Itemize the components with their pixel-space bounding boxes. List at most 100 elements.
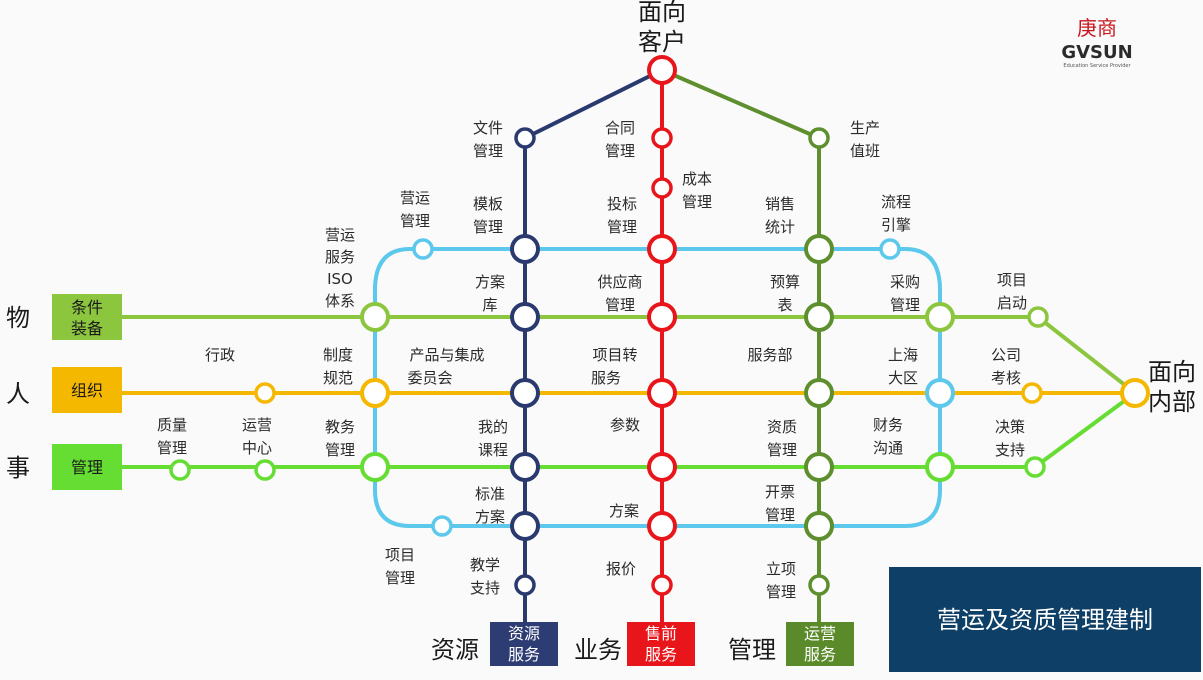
top-title-line2: 客户 — [638, 28, 686, 56]
station-yingyun-mgmt[interactable] — [412, 238, 434, 260]
label-xiangmu-zhuan-2: 服务 — [591, 369, 621, 387]
box-tiaojian-line1: 条件 — [71, 298, 103, 317]
station-fangan[interactable] — [647, 511, 677, 541]
label-chanpin-1: 产品与集成 — [409, 346, 484, 364]
station-lixiang[interactable] — [808, 574, 830, 596]
branch-to-neibu-bottom — [1033, 391, 1137, 469]
station-jiaoxue[interactable] — [514, 574, 536, 596]
station-kehu[interactable] — [647, 55, 677, 85]
station-xiangmu-mgmt[interactable] — [431, 515, 453, 537]
label-fangan-ku-1: 方案 — [475, 273, 505, 291]
box-yunying-fuwu[interactable] — [786, 622, 854, 666]
label-liucheng-1: 流程 — [881, 193, 911, 211]
box-tiaojian[interactable] — [52, 294, 122, 340]
label-yingyun-mgmt-1: 营运 — [400, 189, 430, 207]
label-yingyun-fuwu-1: 营运 — [325, 226, 355, 244]
station-shengchan[interactable] — [808, 127, 830, 149]
station-chanpin[interactable] — [510, 378, 540, 408]
station-jiaowu[interactable] — [360, 452, 390, 482]
label-xiangmu-mgmt-2: 管理 — [385, 569, 415, 587]
label-yusuan-2: 表 — [777, 296, 792, 314]
box-zuzhi-label: 组织 — [71, 381, 103, 400]
label-wenjian-2: 管理 — [473, 142, 503, 160]
label-kaipiao-1: 开票 — [765, 483, 795, 501]
station-xiaoshou[interactable] — [804, 234, 834, 264]
station-xiangmu-qidong[interactable] — [1027, 306, 1049, 328]
station-yunying-zx[interactable] — [254, 459, 276, 481]
label-biaozhun-1: 标准 — [475, 485, 505, 503]
label-liucheng-2: 引擎 — [881, 216, 911, 234]
label-zizhi-1: 资质 — [767, 418, 797, 436]
box-zuzhi[interactable] — [52, 367, 122, 413]
station-shanghai[interactable] — [925, 378, 955, 408]
box-yunying-line2: 服务 — [804, 645, 836, 664]
station-zizhi[interactable] — [804, 452, 834, 482]
station-gongsi[interactable] — [1021, 382, 1043, 404]
label-xiaoshou-2: 统计 — [765, 218, 795, 236]
label-wode-2: 课程 — [478, 441, 508, 459]
label-juece-2: 支持 — [995, 441, 1025, 459]
station-wenjian[interactable] — [514, 127, 536, 149]
label-yunying-zx-2: 中心 — [242, 439, 272, 457]
label-jiaoxue-1: 教学 — [470, 556, 500, 574]
label-yingyun-fuwu-2: 服务 — [325, 248, 355, 266]
station-fangan-ku[interactable] — [510, 302, 540, 332]
logo-sub: Education Service Provider — [1063, 63, 1131, 69]
station-zhidu[interactable] — [360, 378, 390, 408]
label-toubiao-1: 投标 — [607, 195, 637, 213]
label-caiwu-1: 财务 — [873, 416, 903, 434]
station-chengben[interactable] — [651, 177, 673, 199]
station-zhiliang[interactable] — [169, 459, 191, 481]
label-jiaowu-2: 管理 — [325, 441, 355, 459]
station-xiangmu-zhuan[interactable] — [647, 378, 677, 408]
station-hetong[interactable] — [651, 127, 673, 149]
station-canshu[interactable] — [647, 452, 677, 482]
box-ziyuan-line1: 资源 — [508, 624, 540, 643]
label-zhidu-2: 规范 — [323, 369, 353, 387]
station-toubiao[interactable] — [647, 234, 677, 264]
station-xingzheng[interactable] — [254, 382, 276, 404]
green-diagonal — [661, 68, 820, 140]
bottom-label-yewu: 业务 — [574, 636, 622, 664]
label-gongsi-1: 公司 — [991, 346, 1021, 364]
label-yingyun-fuwu-3: ISO — [327, 270, 353, 288]
station-yusuan[interactable] — [804, 302, 834, 332]
label-zhiliang-1: 质量 — [157, 416, 187, 434]
side-label-wu: 物 — [6, 304, 30, 332]
branch-to-neibu-top — [1036, 315, 1137, 395]
station-liucheng[interactable] — [879, 238, 901, 260]
station-neibu[interactable] — [1120, 378, 1150, 408]
station-biaozhun[interactable] — [510, 511, 540, 541]
station-caigou[interactable] — [925, 302, 955, 332]
label-fuwubu: 服务部 — [747, 346, 792, 364]
label-lixiang-2: 管理 — [766, 583, 796, 601]
label-zhiliang-2: 管理 — [157, 439, 187, 457]
station-juece[interactable] — [1024, 456, 1046, 478]
box-guanli[interactable] — [52, 444, 122, 490]
label-caiwu-2: 沟通 — [873, 439, 903, 457]
label-yunying-zx-1: 运营 — [242, 416, 272, 434]
box-ziyuan-line2: 服务 — [508, 645, 540, 664]
station-baojia[interactable] — [651, 574, 673, 596]
box-ziyuan-fuwu[interactable] — [490, 622, 558, 666]
station-gongying[interactable] — [647, 302, 677, 332]
box-shouqian-line1: 售前 — [645, 624, 677, 643]
top-title-line1: 面向 — [638, 0, 686, 26]
label-kaipiao-2: 管理 — [765, 506, 795, 524]
box-yunying-line1: 运营 — [804, 624, 836, 643]
label-caigou-1: 采购 — [890, 273, 920, 291]
box-shouqian-fuwu[interactable] — [627, 622, 695, 666]
label-xingzheng: 行政 — [205, 346, 235, 364]
station-yingyun-fuwu[interactable] — [360, 302, 390, 332]
station-muban[interactable] — [510, 234, 540, 264]
station-caiwu[interactable] — [925, 452, 955, 482]
label-xiangmu-qidong-1: 项目 — [997, 271, 1027, 289]
label-gongying-1: 供应商 — [597, 273, 642, 291]
bottom-label-guanli: 管理 — [728, 636, 776, 664]
label-canshu: 参数 — [610, 416, 640, 434]
station-kaipiao[interactable] — [804, 511, 834, 541]
label-jiaoxue-2: 支持 — [470, 579, 500, 597]
label-juece-1: 决策 — [995, 418, 1025, 436]
station-fuwubu[interactable] — [804, 378, 834, 408]
station-wode[interactable] — [510, 452, 540, 482]
